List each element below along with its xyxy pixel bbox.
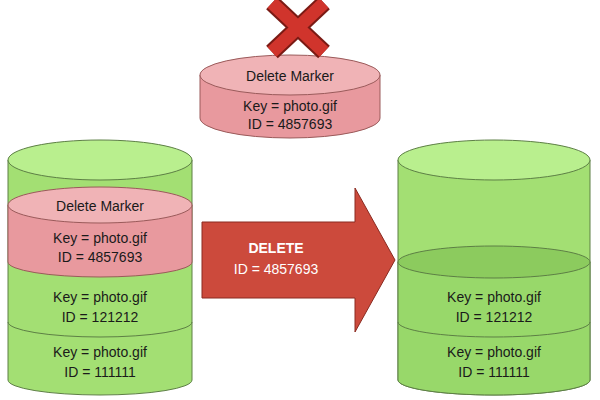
bucket-before (8, 140, 192, 395)
marker-heading: Delete Marker (210, 67, 370, 85)
marker-heading: Delete Marker (15, 197, 185, 215)
removed-marker-disk: Delete MarkerKey = photo.gifID = 4857693 (210, 64, 370, 134)
version-id: ID = 121212 (409, 308, 579, 326)
delete-operation-arrow: DELETE ID = 4857693 (206, 228, 346, 292)
object-key: Key = photo.gif (409, 288, 579, 306)
object-key: Key = photo.gif (15, 343, 185, 361)
object-key: Key = photo.gif (15, 229, 185, 247)
version-layer: Key = photo.gif ID = 121212 (15, 286, 185, 328)
version-layer: Key = photo.gif ID = 121212 (409, 286, 579, 328)
object-key: Key = photo.gif (409, 343, 579, 361)
delete-marker-layer: Delete MarkerKey = photo.gifID = 4857693 (15, 194, 185, 268)
version-id: ID = 4857693 (210, 115, 370, 133)
version-id: ID = 4857693 (15, 248, 185, 266)
bucket-after (398, 140, 590, 395)
object-key: Key = photo.gif (210, 97, 370, 115)
version-id: ID = 121212 (15, 308, 185, 326)
removed-delete-marker (200, 55, 380, 138)
delete-arrow (202, 188, 395, 332)
version-id: ID = 111111 (15, 363, 185, 381)
version-id: ID = 4857693 (206, 260, 346, 278)
version-layer: Key = photo.gif ID = 111111 (15, 341, 185, 383)
version-layer: Key = photo.gif ID = 111111 (409, 341, 579, 383)
operation-name: DELETE (206, 239, 346, 257)
version-id: ID = 111111 (409, 363, 579, 381)
red-cross (272, 3, 324, 52)
object-key: Key = photo.gif (15, 288, 185, 306)
